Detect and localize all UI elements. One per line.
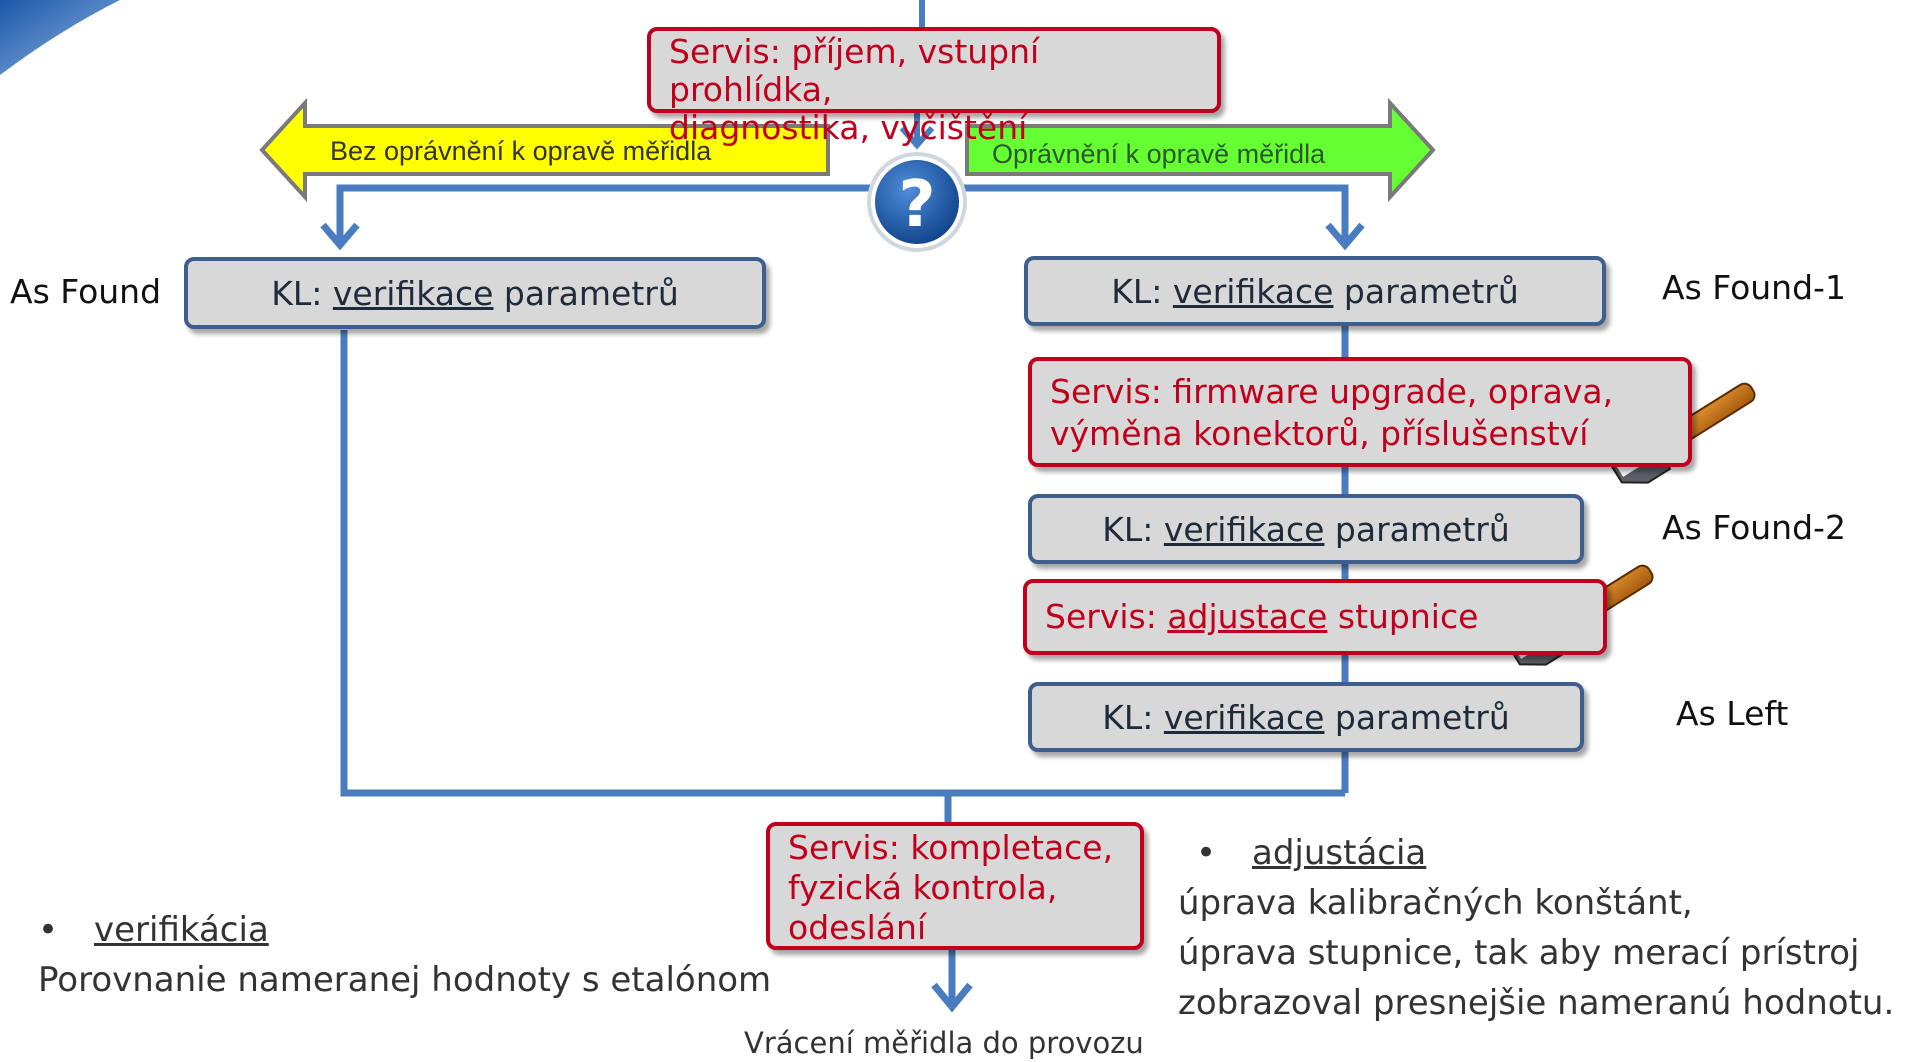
left-return-line <box>340 330 1345 797</box>
question-mark-icon: ? <box>867 152 967 252</box>
final-line3: odeslání <box>788 908 927 947</box>
verification-note-text: Porovnanie nameranej hodnoty s etalónom <box>38 960 772 1000</box>
adjustment-note-line2: úprava stupnice, tak aby merací prístroj <box>1178 933 1860 973</box>
right-verification-box-1: KL: verifikace parametrů <box>1024 256 1606 326</box>
final-line2: fyzická kontrola, <box>788 868 1058 907</box>
adjustment-note-term: adjustácia <box>1252 833 1427 873</box>
authorization-label: Oprávnění k opravě měřidla <box>992 139 1326 169</box>
repair-line2: výměna konektorů, příslušenství <box>1050 414 1589 453</box>
final-line1: Servis: kompletace, <box>788 828 1114 867</box>
no-authorization-label: Bez oprávnění k opravě měřidla <box>330 136 712 166</box>
verification-term: verifikace <box>1172 271 1334 311</box>
return-to-operation-label: Vrácení měřidla do provozu <box>744 1026 1144 1060</box>
verification-note-term: verifikácia <box>94 910 269 950</box>
as-found-1-label: As Found-1 <box>1662 268 1846 307</box>
verification-term: verifikace <box>1163 509 1325 549</box>
final-service-box: Servis: kompletace, fyzická kontrola, od… <box>766 822 1144 950</box>
adjustment-term: adjustace <box>1167 597 1328 636</box>
verification-note: • verifikácia Porovnanie nameranej hodnot… <box>38 905 771 1005</box>
bullet: • <box>1196 833 1217 873</box>
svg-text:?: ? <box>898 168 935 242</box>
bullet: • <box>38 910 59 950</box>
right-verification-box-2: KL: verifikace parametrů <box>1028 494 1584 564</box>
adjustment-note: • adjustácia úprava kalibračných konštánt… <box>1178 828 1894 1028</box>
right-verification-box-3: KL: verifikace parametrů <box>1028 682 1584 752</box>
left-verification-box: KL: verifikace parametrů <box>184 257 766 329</box>
adjustment-note-line3: zobrazoval presnejšie nameranú hodnotu. <box>1178 983 1895 1023</box>
repair-service-box: Servis: firmware upgrade, oprava, výměna… <box>1028 357 1692 467</box>
as-found-label: As Found <box>10 272 162 311</box>
repair-line1: Servis: firmware upgrade, oprava, <box>1050 372 1614 411</box>
as-left-label: As Left <box>1676 694 1789 733</box>
verification-term: verifikace <box>332 273 494 313</box>
intake-line1: Servis: příjem, vstupní prohlídka, <box>669 32 1040 109</box>
intake-service-box: Servis: příjem, vstupní prohlídka, diagn… <box>647 27 1221 147</box>
right-branch-arrow <box>965 97 1436 203</box>
left-branch-arrow <box>259 97 830 203</box>
intake-line2: diagnostika, vyčištění <box>669 108 1028 147</box>
branch-line <box>336 184 1349 240</box>
as-found-2-label: As Found-2 <box>1662 508 1846 547</box>
adjustment-note-line1: úprava kalibračných konštánt, <box>1178 883 1693 923</box>
adjustment-service-box: Servis: adjustace stupnice <box>1023 579 1607 655</box>
verification-term: verifikace <box>1163 697 1325 737</box>
corner-swoosh <box>0 0 120 75</box>
